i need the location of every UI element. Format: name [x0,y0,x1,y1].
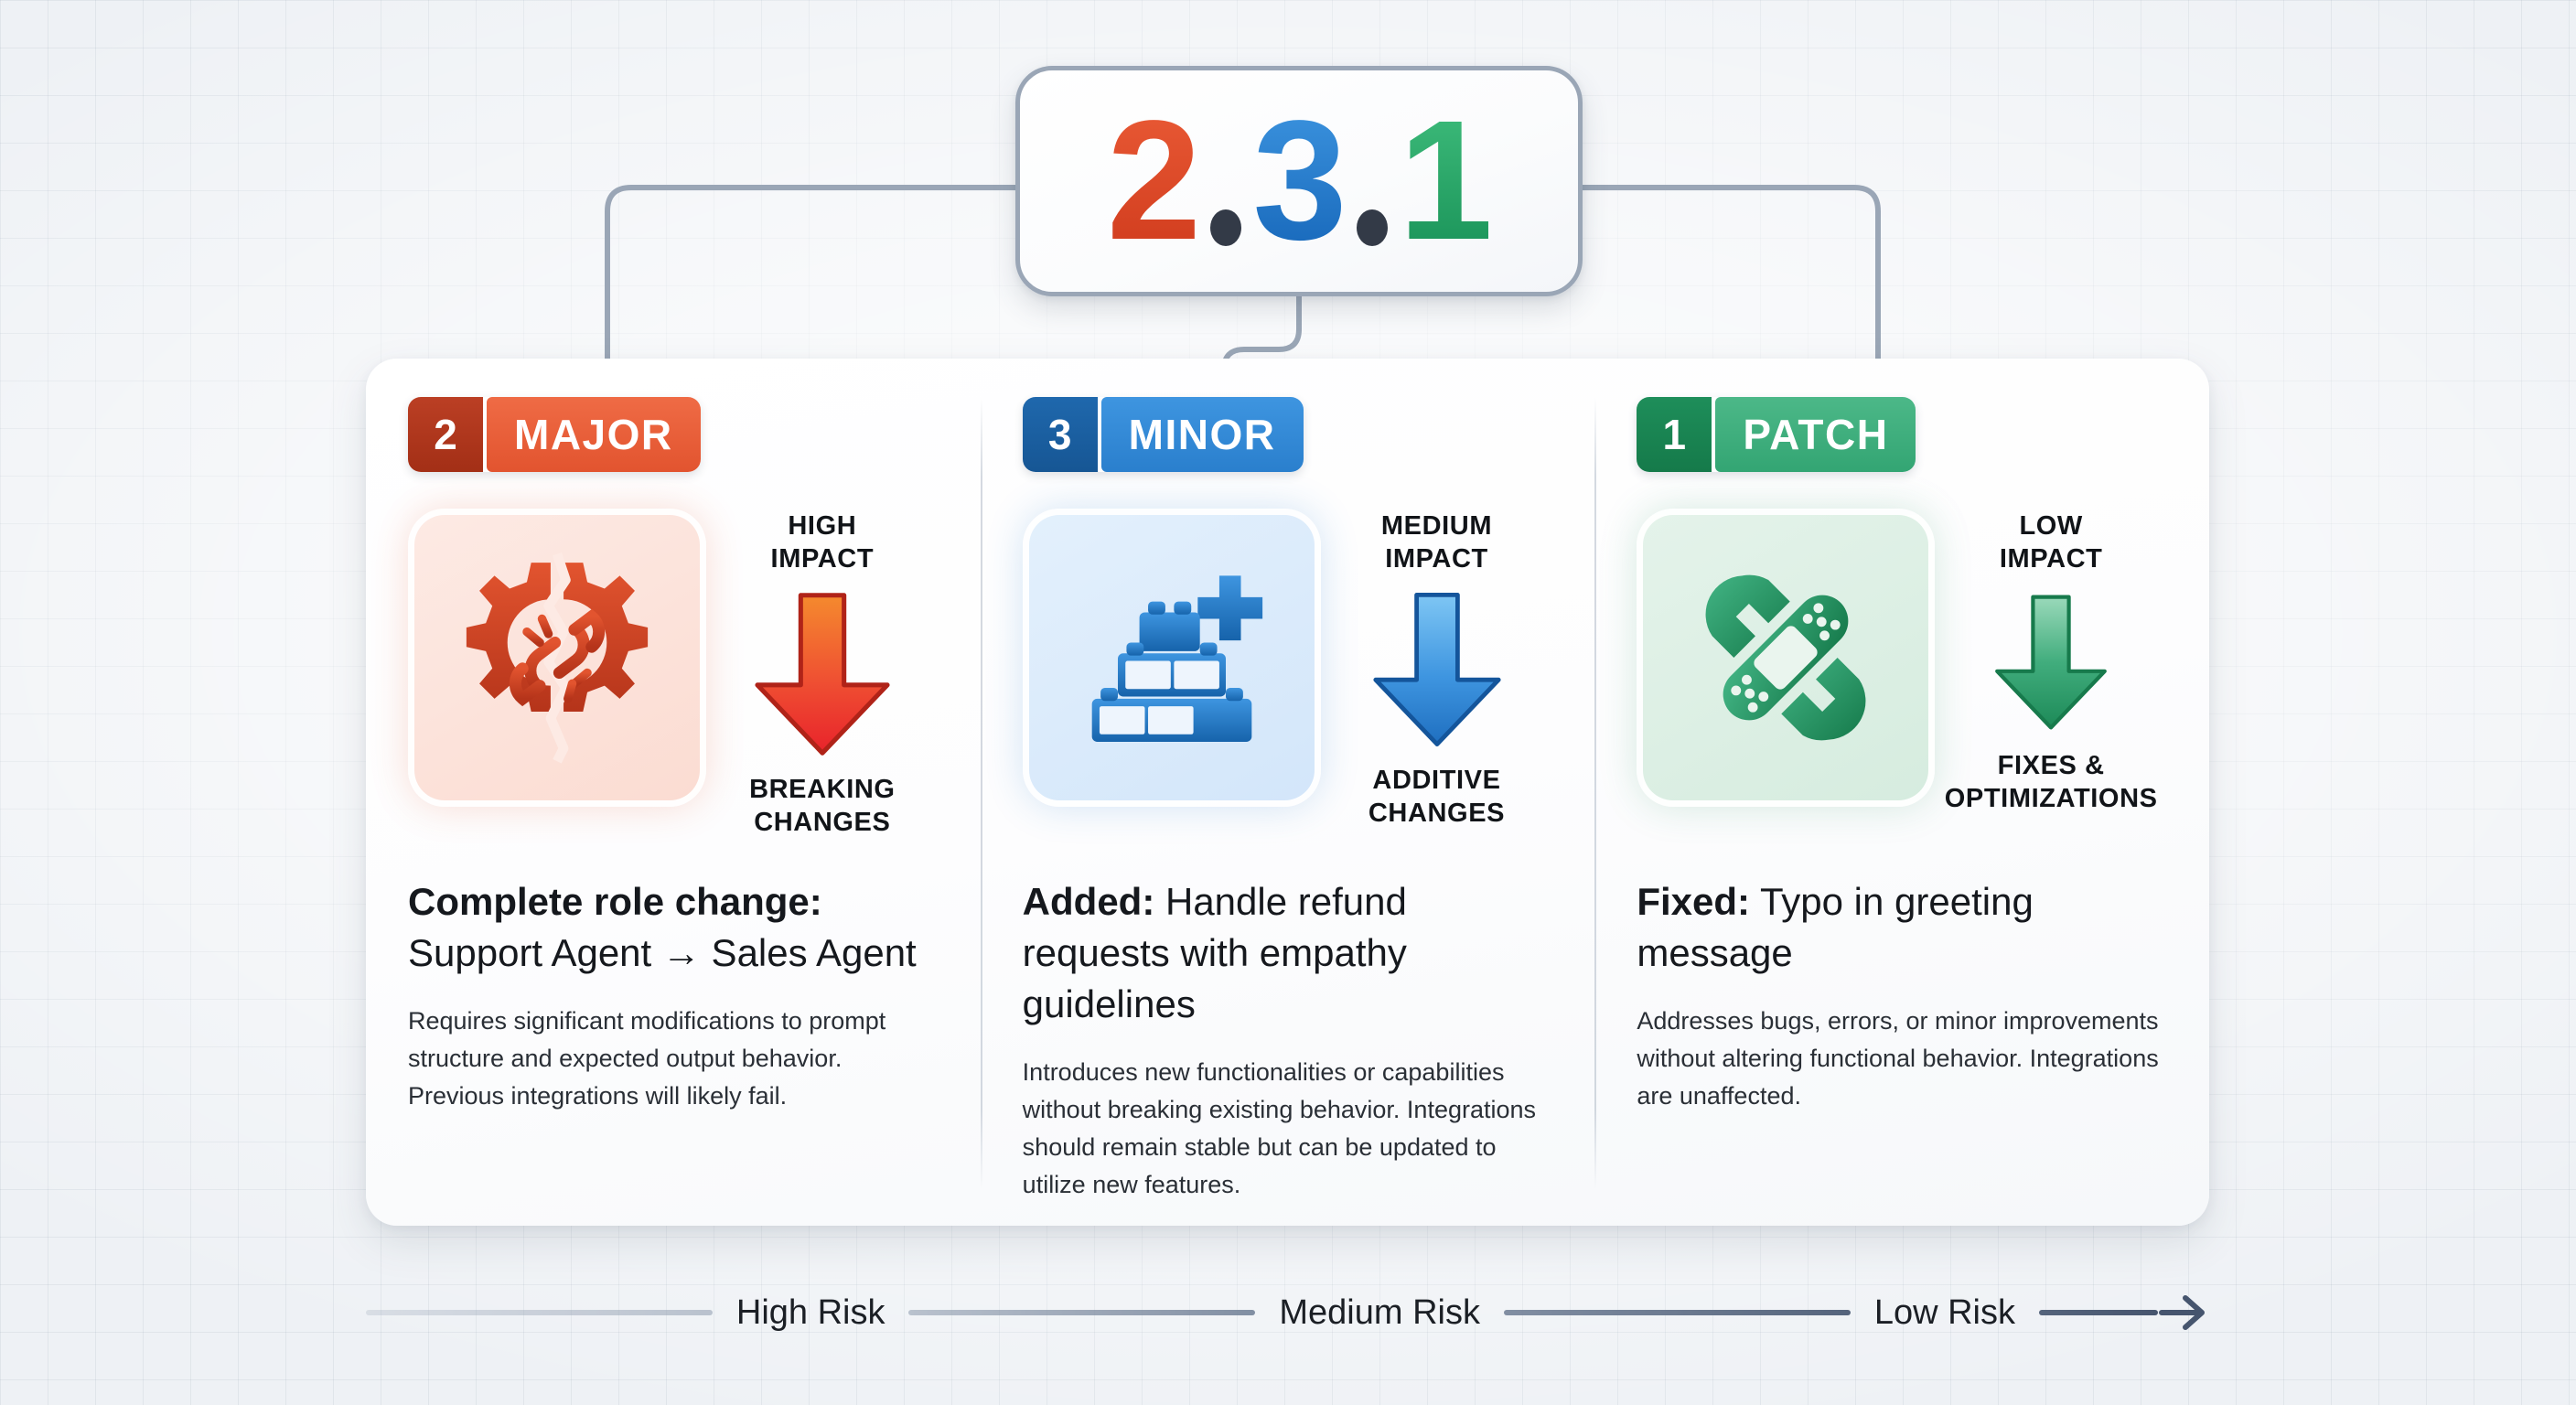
version-separator-dot-1 [1210,209,1242,246]
risk-scale: High Risk Medium Risk Low Risk [366,1281,2209,1345]
patch-impact-top: LOW IMPACT [2000,510,2103,576]
column-minor: 3 MINOR [980,359,1595,1226]
minor-icon-tile [1022,509,1321,807]
risk-arrow-head-icon [2159,1295,2205,1330]
minor-description: Introduces new functionalities or capabi… [1022,1057,1537,1198]
major-impact-top: HIGH IMPACT [771,510,875,576]
minor-impact-top-line1: MEDIUM [1380,511,1493,541]
down-arrow-medium-impact-icon [1372,592,1501,746]
major-icon-tile [408,509,706,807]
badge-minor-label: MINOR [1100,397,1304,472]
major-impact-bottom-line1: BREAKING [749,774,896,804]
column-major: 2 MAJOR [366,359,981,1226]
version-patch-number: 1 [1398,86,1493,275]
major-description: Requires significant modifications to pr… [408,1006,886,1110]
patch-description: Addresses bugs, errors, or minor improve… [1637,1006,2159,1110]
down-arrow-high-impact-icon [755,593,890,756]
patch-impact-top-line1: LOW [2019,511,2083,541]
risk-segment-3 [1503,1310,1851,1315]
major-headline-rest: Support Agent → Sales Agent [408,930,917,974]
minor-impact-bottom-line2: CHANGES [1368,798,1506,828]
major-headline: Complete role change: Support Agent → Sa… [408,876,939,979]
patch-impact-bottom-line1: FIXES & [1997,750,2105,780]
major-impact-bottom: BREAKING CHANGES [749,774,895,840]
patch-impact-bottom: FIXES & OPTIMIZATIONS [1945,750,2158,816]
minor-impact-top: MEDIUM IMPACT [1381,510,1492,576]
patch-headline-bold: Fixed: [1637,880,1751,923]
risk-segment-1 [366,1310,713,1315]
risk-label-low: Low Risk [1873,1292,2015,1332]
down-arrow-low-impact-icon [1995,595,2108,730]
badge-major-label: MAJOR [487,397,701,472]
semver-card: 2 MAJOR [366,359,2209,1226]
major-impact-bottom-line2: CHANGES [754,807,891,837]
patch-impact-bottom-line2: OPTIMIZATIONS [1944,783,2158,813]
major-impact-top-line1: HIGH [788,511,857,541]
version-separator-dot-2 [1356,209,1388,246]
major-icon-arrow-row: HIGH IMPACT BREAKING CHANGES [408,509,939,843]
bandage-wrench-icon [1705,574,1866,741]
minor-icon-arrow-row: MEDIUM IMPACT ADDITIVE CHANGES [1022,509,1553,843]
version-major-number: 2 [1106,86,1201,275]
column-patch: 1 PATCH [1594,359,2209,1226]
broken-gear-chain-icon [466,552,649,764]
minor-impact-bottom: ADDITIVE CHANGES [1368,765,1505,831]
major-impact-top-line2: IMPACT [770,543,875,574]
badge-patch-number: 1 [1637,397,1712,472]
badge-patch-label: PATCH [1715,397,1916,472]
badge-major[interactable]: 2 MAJOR [408,397,701,472]
badge-minor[interactable]: 3 MINOR [1022,397,1304,472]
minor-impact-arrow-group: MEDIUM IMPACT ADDITIVE CHANGES [1321,509,1553,831]
risk-label-high: High Risk [735,1292,886,1332]
patch-icon-tile [1637,509,1936,807]
building-blocks-plus-icon [1091,575,1262,743]
patch-icon-arrow-row: LOW IMPACT FIXES & OPTIMIZATIONS [1637,509,2167,843]
patch-impact-top-line2: IMPACT [1999,543,2103,574]
version-badge: 2 3 1 [1015,66,1583,296]
risk-segment-2 [908,1310,1256,1315]
version-minor-number: 3 [1252,86,1347,275]
major-impact-arrow-group: HIGH IMPACT BREAKING CHANGES [706,509,939,840]
minor-headline: Added: Handle refund requests with empat… [1023,876,1553,1030]
risk-segment-4 [2039,1310,2158,1315]
risk-label-medium: Medium Risk [1279,1292,1480,1332]
patch-impact-arrow-group: LOW IMPACT FIXES & OPTIMIZATIONS [1935,509,2167,816]
minor-impact-top-line2: IMPACT [1385,543,1488,574]
minor-headline-bold: Added: [1022,880,1155,923]
patch-headline: Fixed: Typo in greeting message [1637,876,2167,979]
major-headline-bold: Complete role change: [408,880,822,923]
minor-impact-bottom-line1: ADDITIVE [1372,765,1501,795]
badge-minor-number: 3 [1022,397,1098,472]
badge-patch[interactable]: 1 PATCH [1637,397,1916,472]
badge-major-number: 2 [408,397,483,472]
